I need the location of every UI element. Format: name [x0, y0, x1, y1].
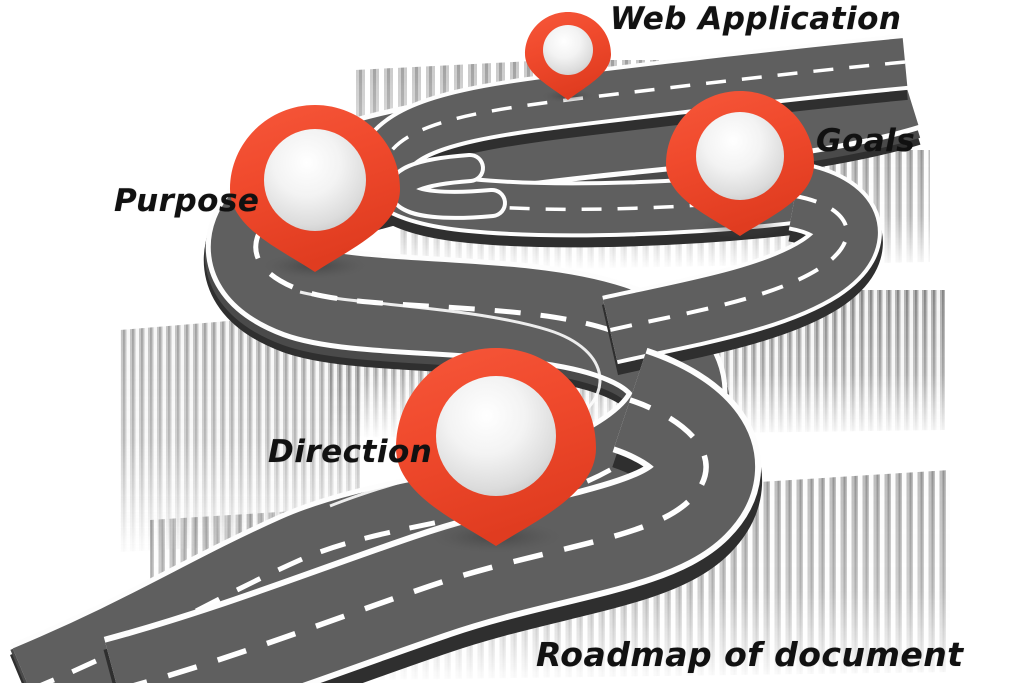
marker-web-application[interactable] [525, 12, 611, 103]
marker-purpose[interactable] [230, 105, 400, 279]
road-hairpin-nose-surface [391, 157, 503, 216]
label-direction: Direction [268, 434, 433, 470]
marker-direction[interactable] [396, 348, 596, 553]
label-goals: Goals [816, 123, 916, 159]
marker-pin-dome [543, 25, 593, 75]
road-upper-loop-dashes [382, 60, 906, 212]
marker-pin-dome [696, 112, 784, 200]
marker-goals[interactable] [666, 91, 814, 238]
label-web-application: Web Application [610, 1, 902, 37]
road-foreground-surface [105, 353, 755, 683]
marker-pin-dome [264, 129, 366, 231]
label-purpose: Purpose [114, 183, 260, 219]
marker-pin-dome [436, 376, 556, 496]
road [9, 34, 921, 683]
label-roadmap-title: Roadmap of document [536, 635, 964, 674]
road-connector-dashes [609, 194, 849, 332]
